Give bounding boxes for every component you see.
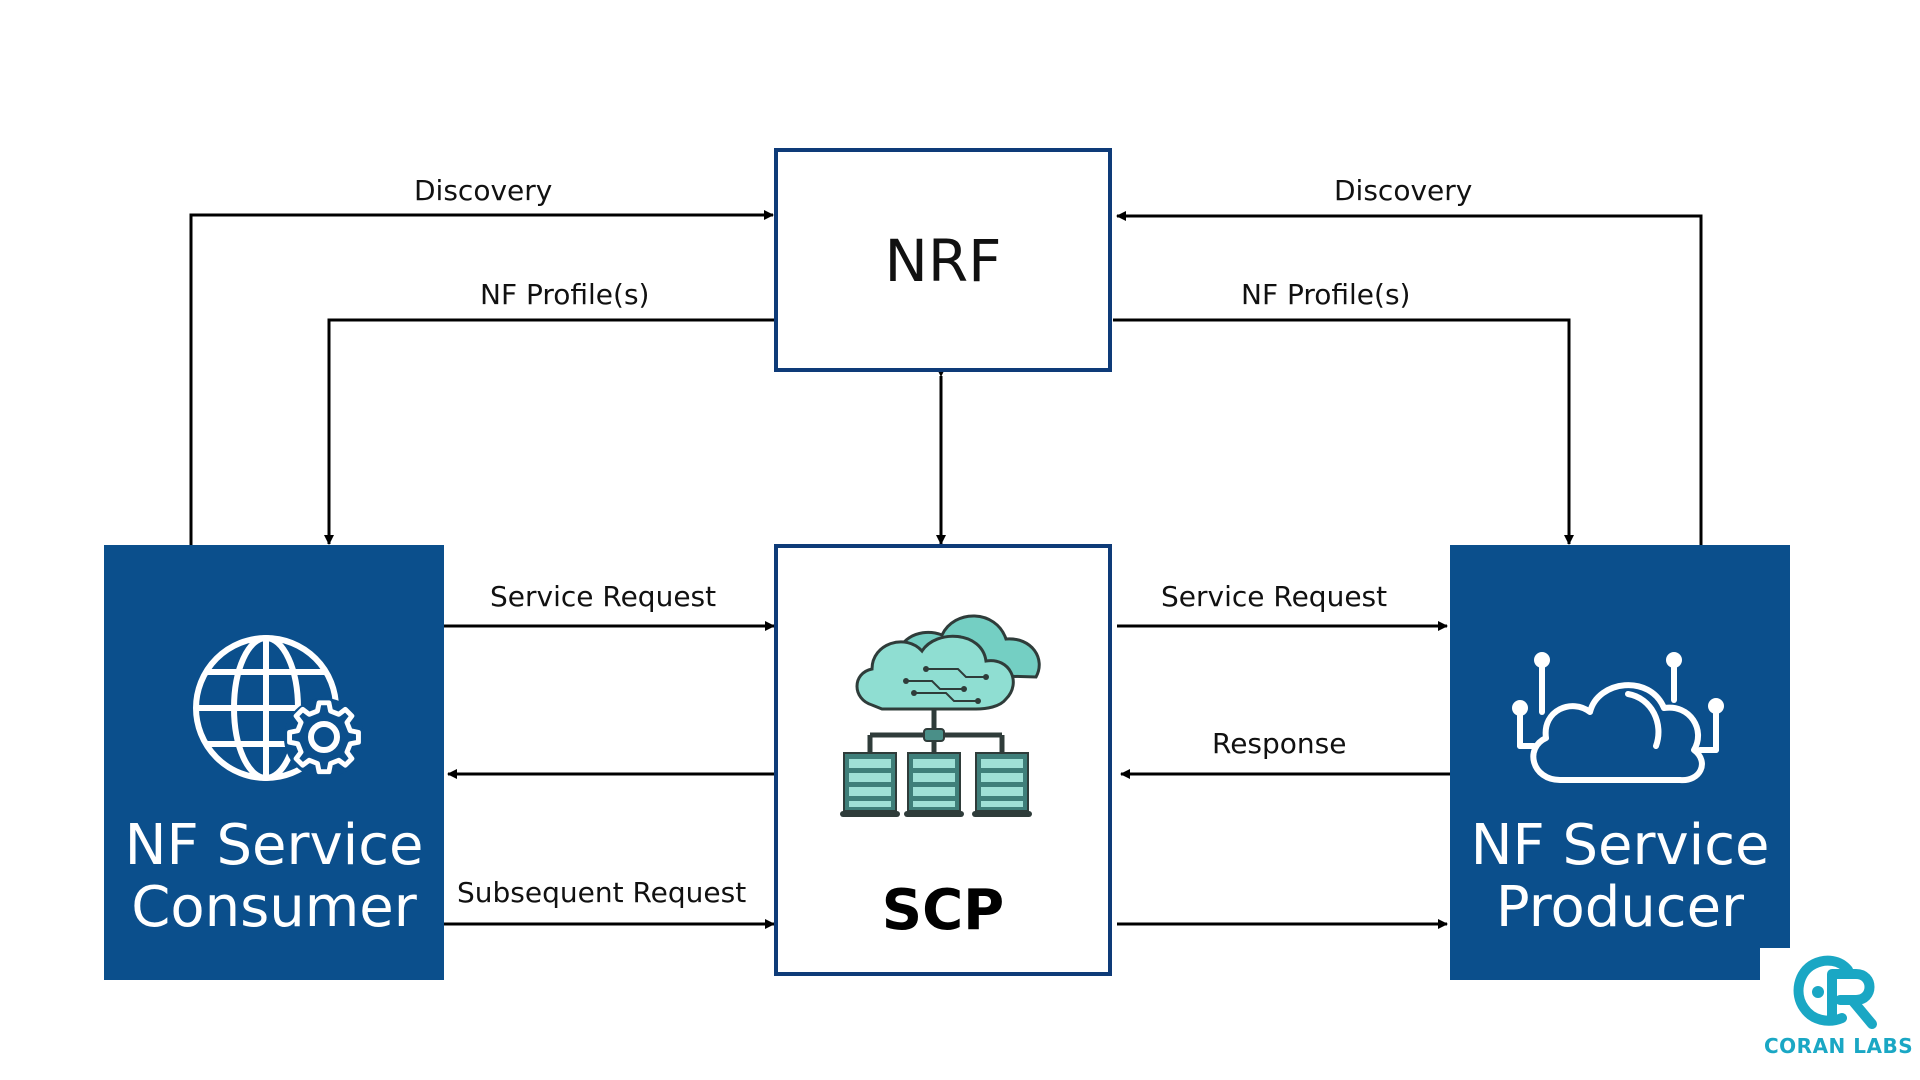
consumer-nf-profiles-arrow xyxy=(324,318,777,545)
consumer-nf-profiles-label: NF Profile(s) xyxy=(480,278,650,311)
producer-response-label: Response xyxy=(1212,727,1347,760)
producer-nf-profiles-label: NF Profile(s) xyxy=(1241,278,1411,311)
nrf-title: NRF xyxy=(884,227,1002,295)
scp-box: SCP xyxy=(774,544,1112,976)
consumer-subsequent-request-label: Subsequent Request xyxy=(457,876,747,909)
producer-discovery-label: Discovery xyxy=(1334,174,1473,207)
producer-title-line1: NF Service xyxy=(1470,813,1770,878)
nrf-box: NRF xyxy=(774,148,1112,372)
producer-discovery-arrow xyxy=(1116,211,1703,545)
cloud-server-icon xyxy=(840,614,1041,817)
consumer-discovery-arrow xyxy=(189,210,774,545)
coran-labs-logo-text: CORAN LABS xyxy=(1764,1034,1914,1058)
nf-service-consumer-box: NF Service Consumer xyxy=(104,545,444,980)
nf-service-producer-box: NF Service Producer xyxy=(1450,545,1790,980)
consumer-discovery-label: Discovery xyxy=(414,174,553,207)
cloud-network-icon xyxy=(1512,652,1724,784)
producer-title-line2: Producer xyxy=(1495,875,1745,940)
globe-gear-icon xyxy=(193,635,364,781)
consumer-service-request-label: Service Request xyxy=(490,580,717,613)
consumer-title-line2: Consumer xyxy=(131,875,417,940)
consumer-title-line1: NF Service xyxy=(124,813,424,878)
scp-service-request-label: Service Request xyxy=(1161,580,1388,613)
producer-nf-profiles-arrow xyxy=(1113,318,1574,545)
scp-title: SCP xyxy=(881,878,1005,943)
coran-labs-logo-mark xyxy=(1793,955,1877,1029)
